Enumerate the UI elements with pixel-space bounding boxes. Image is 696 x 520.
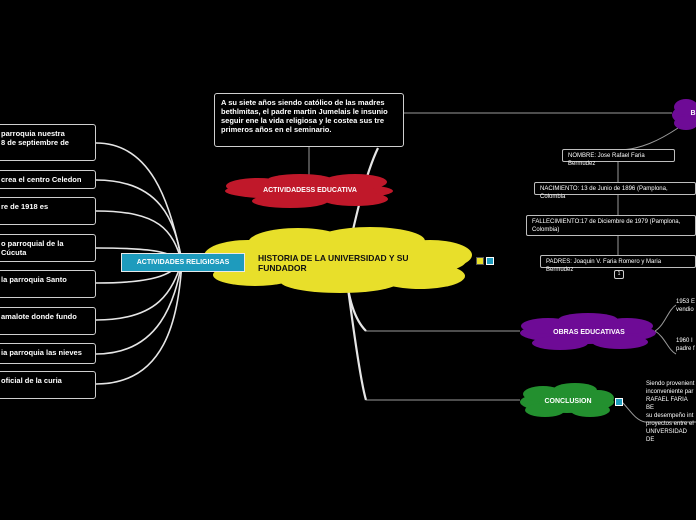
- religiosas-item[interactable]: ia parroquia las nieves: [0, 343, 96, 364]
- biografia-nacimiento[interactable]: NACIMIENTO: 13 de Junio de 1896 (Pamplon…: [534, 182, 696, 200]
- biografia-label-fragment: B: [690, 110, 696, 117]
- obras-item[interactable]: 1960 I padre f: [676, 338, 695, 352]
- link-icon[interactable]: [486, 257, 494, 265]
- central-topic-label: HISTORIA DE LA UNIVERSIDAD Y SU FUNDADOR: [258, 253, 409, 273]
- biografia-cloud[interactable]: [672, 99, 696, 130]
- collapse-badge[interactable]: 1: [614, 270, 624, 279]
- obras-label: OBRAS EDUCATIVAS: [553, 329, 625, 336]
- conclusion-cloud[interactable]: [520, 383, 614, 417]
- educativa-label: ACTIVIDADESS EDUCATIVA: [263, 187, 357, 194]
- obras-cloud[interactable]: [520, 313, 656, 350]
- link-icon[interactable]: [615, 398, 623, 406]
- connectors-religiosas: [95, 142, 183, 385]
- notes-icon[interactable]: [476, 257, 484, 265]
- biografia-nombre[interactable]: NOMBRE: Jose Rafael Faria Bermudez: [562, 149, 675, 167]
- religiosas-item[interactable]: la parroquia Santo: [0, 270, 96, 298]
- educativa-cloud[interactable]: [225, 174, 393, 208]
- central-cloud[interactable]: [204, 227, 472, 293]
- conclusion-text[interactable]: Siendo provenient inconveniente par RAFA…: [646, 381, 695, 443]
- religiosas-item[interactable]: o parroquial de la Cúcuta: [0, 234, 96, 262]
- educativa-note: A su siete años siendo católico de las m…: [214, 93, 404, 147]
- religiosas-label[interactable]: ACTIVIDADES RELIGIOSAS: [121, 253, 245, 272]
- biografia-padres[interactable]: PADRES: Joaquin V. Faria Romero y Maria …: [540, 255, 696, 273]
- obras-item[interactable]: 1953 E vendio: [676, 299, 696, 313]
- conclusion-label: CONCLUSION: [544, 398, 592, 405]
- religiosas-item[interactable]: crea el centro Celedon: [0, 170, 96, 189]
- religiosas-item[interactable]: amalote donde fundo: [0, 307, 96, 335]
- religiosas-item[interactable]: re de 1918 es: [0, 197, 96, 225]
- religiosas-item[interactable]: oficial de la curia: [0, 371, 96, 399]
- religiosas-item[interactable]: parroquia nuestra 8 de septiembre de: [0, 124, 96, 161]
- biografia-fallecimiento[interactable]: FALLECIMIENTO:17 de Diciembre de 1979 (P…: [526, 215, 696, 236]
